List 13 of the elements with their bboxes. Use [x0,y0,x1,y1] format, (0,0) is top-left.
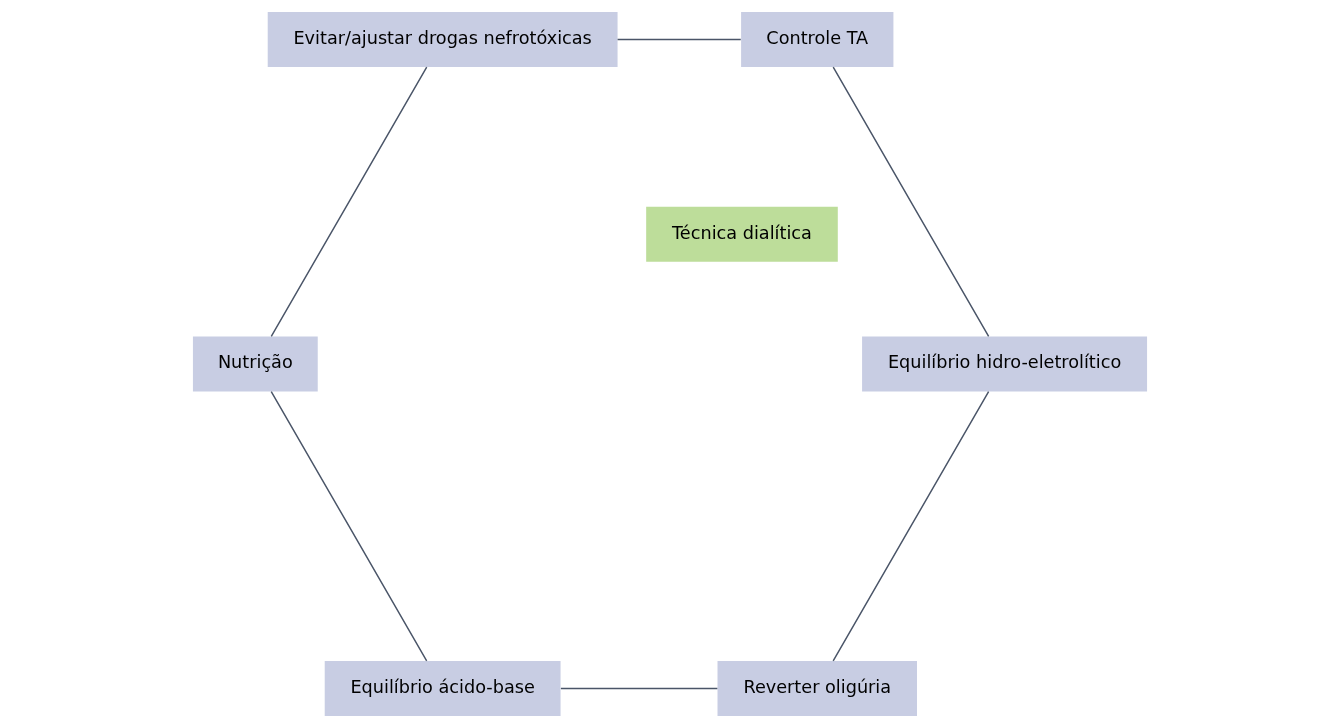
connector [559,687,718,690]
connector [270,390,427,662]
connector [616,38,741,41]
node-box: Equilíbrio hidro-eletrolítico [861,336,1147,392]
node-box: Nutrição [192,336,318,392]
connector [832,66,989,338]
node-box: Técnica dialítica [645,206,838,262]
node-box: Evitar/ajustar drogas nefrotóxicas [267,12,618,68]
node-box: Controle TA [740,12,893,68]
connector [270,66,427,338]
node-box: Equilíbrio ácido-base [324,660,561,716]
connector [831,390,989,662]
node-box: Reverter oligúria [717,660,917,716]
